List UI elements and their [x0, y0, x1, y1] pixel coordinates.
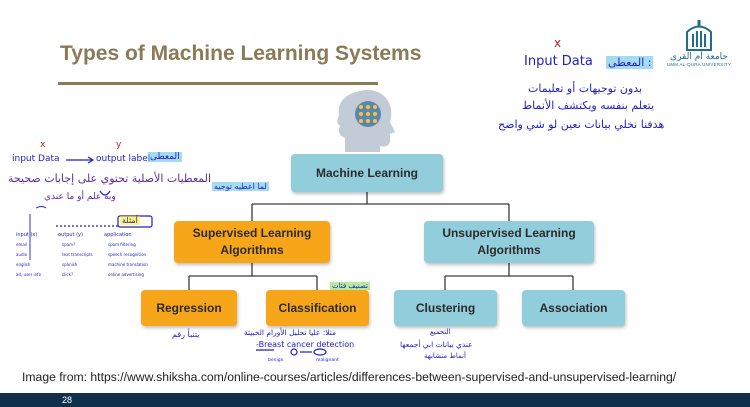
node-clustering: Clustering — [394, 290, 497, 326]
note-classification-example: مثلا: عليا تحليل الأورام الخبيثة — [244, 328, 337, 337]
university-emblem-icon — [686, 20, 712, 51]
note-regression: يتنبأ رقم — [172, 330, 200, 339]
example-row-4-input: ad, user info — [16, 272, 42, 277]
note-unsupervised-line-1: بدون توجيهات أو تعليمات — [528, 82, 643, 95]
example-row-4-output: click? — [62, 272, 74, 277]
note-given-left: المعطى — [148, 152, 182, 162]
example-row-3-output: spanish — [62, 262, 78, 267]
image-source-citation: Image from: https://www.shiksha.com/onli… — [22, 370, 677, 384]
note-given-right: المعطى : — [606, 56, 654, 69]
university-logo: جامعة أم القرى UMM AL-QURA UNIVERSITY — [660, 18, 738, 80]
note-benign: benign — [268, 358, 284, 363]
node-regression: Regression — [141, 290, 237, 326]
example-row-2-output: text transcripts — [62, 252, 93, 257]
title-underline — [58, 82, 378, 85]
note-breast-cancer: -Breast cancer detection — [256, 340, 355, 349]
footer-bar — [0, 393, 750, 407]
node-classification: Classification — [266, 290, 369, 326]
logo-english-name: UMM AL-QURA UNIVERSITY — [666, 62, 732, 67]
node-unsupervised-learning: Unsupervised Learning Algorithms — [424, 221, 594, 263]
note-input-data-left: input Data — [12, 154, 60, 164]
note-supervised-line-2: وبه علم أو ما عندي — [44, 192, 116, 202]
node-association: Association — [522, 290, 625, 326]
note-input-data-right: Input Data — [524, 54, 593, 69]
example-row-3-application: machine translation — [108, 262, 148, 267]
example-row-2-application: speech recognition — [108, 252, 147, 257]
note-y-mark-left: y — [116, 140, 122, 150]
note-supervised-line-1: المعطيات الأصلية تحتوي على إجابات صحيحة — [8, 172, 212, 185]
example-header-input: input (x) — [16, 232, 38, 238]
example-row-4-application: online advertising — [108, 272, 144, 277]
example-header-application: application — [104, 232, 132, 238]
note-classification-tag: تصنيف فئات — [330, 282, 370, 290]
note-x-mark-left: x — [40, 140, 46, 150]
example-header-output: output (y) — [58, 232, 83, 238]
example-row-2-input: audio — [16, 252, 28, 257]
note-clustering-tag: التجميع — [430, 328, 451, 336]
ai-head-icon — [337, 90, 395, 152]
note-clustering-line-1: عندي بيانات ابي أجمعها — [400, 340, 473, 349]
note-malignant: malignant — [316, 358, 339, 363]
note-x-mark-right: x — [554, 36, 562, 50]
logo-arabic-name: جامعة أم القرى — [670, 52, 728, 62]
example-row-1-input: email — [16, 242, 28, 247]
slide-title: Types of Machine Learning Systems — [60, 42, 422, 65]
note-unsupervised-line-3: هدفنا نخلي بيانات نعين لو شي واضح — [498, 118, 665, 131]
note-supervised-guidance: لما اعطيه توجيه — [212, 182, 269, 191]
note-output-label-left: output label — [96, 154, 151, 164]
node-machine-learning: Machine Learning — [291, 154, 443, 192]
example-row-3-input: english — [16, 262, 31, 267]
note-unsupervised-line-2: يتعلم بنفسه ويكتشف الأنماط — [522, 99, 655, 112]
note-clustering-line-2: أنماط متشابهة — [424, 352, 466, 360]
example-row-1-application: spam filtering — [108, 242, 136, 247]
node-supervised-learning: Supervised Learning Algorithms — [174, 221, 330, 263]
note-examples-tag: أمثلة — [120, 216, 140, 225]
example-row-1-output: spam? — [62, 242, 76, 247]
slide-number: 28 — [62, 395, 73, 405]
